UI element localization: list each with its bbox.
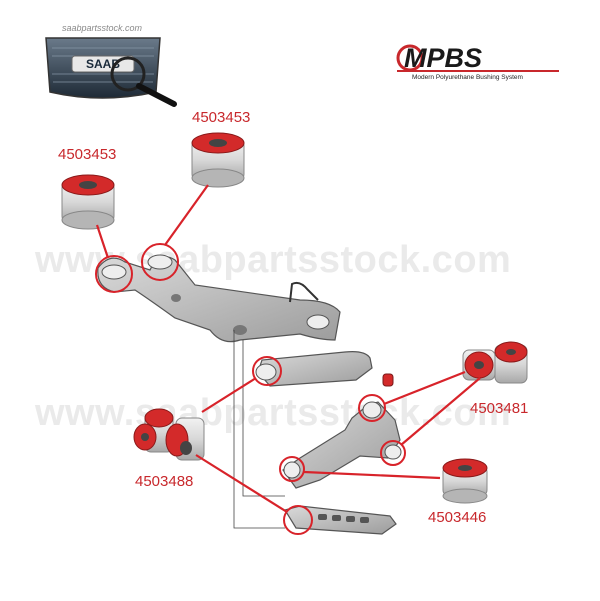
part-number-p5: 4503446 [428, 509, 486, 526]
bushing-4503453-top [191, 132, 245, 188]
bushing-4503446 [442, 458, 488, 504]
part-number-p3: 4503481 [470, 400, 528, 417]
part-number-p1: 4503453 [192, 109, 250, 126]
bushing-4503453-left [61, 174, 115, 230]
site-label: saabpartsstock.com [62, 23, 143, 33]
bushing-4503488-pair [133, 408, 205, 461]
lower-lateral-arm [284, 505, 397, 535]
upper-control-arm [255, 351, 373, 387]
brand-name: MPBS [404, 43, 482, 73]
saab-logo: SAAB [45, 37, 177, 107]
part-number-p4: 4503488 [135, 473, 193, 490]
callout-lines [95, 184, 481, 513]
reference-lines [233, 330, 285, 529]
saab-logo-text: SAAB [86, 57, 120, 71]
rear-subframe [97, 254, 341, 343]
trailing-arm [282, 373, 402, 489]
brand-tagline: Modern Polyurethane Bushing System [412, 74, 523, 81]
watermark-bottom: www.saabpartsstock.com [34, 392, 511, 434]
part-number-p2: 4503453 [58, 146, 116, 163]
callout-circles [95, 243, 406, 535]
bushing-4503481-pair [462, 341, 528, 384]
mpbs-brand: MPBS Modern Polyurethane Bushing System [396, 43, 559, 81]
